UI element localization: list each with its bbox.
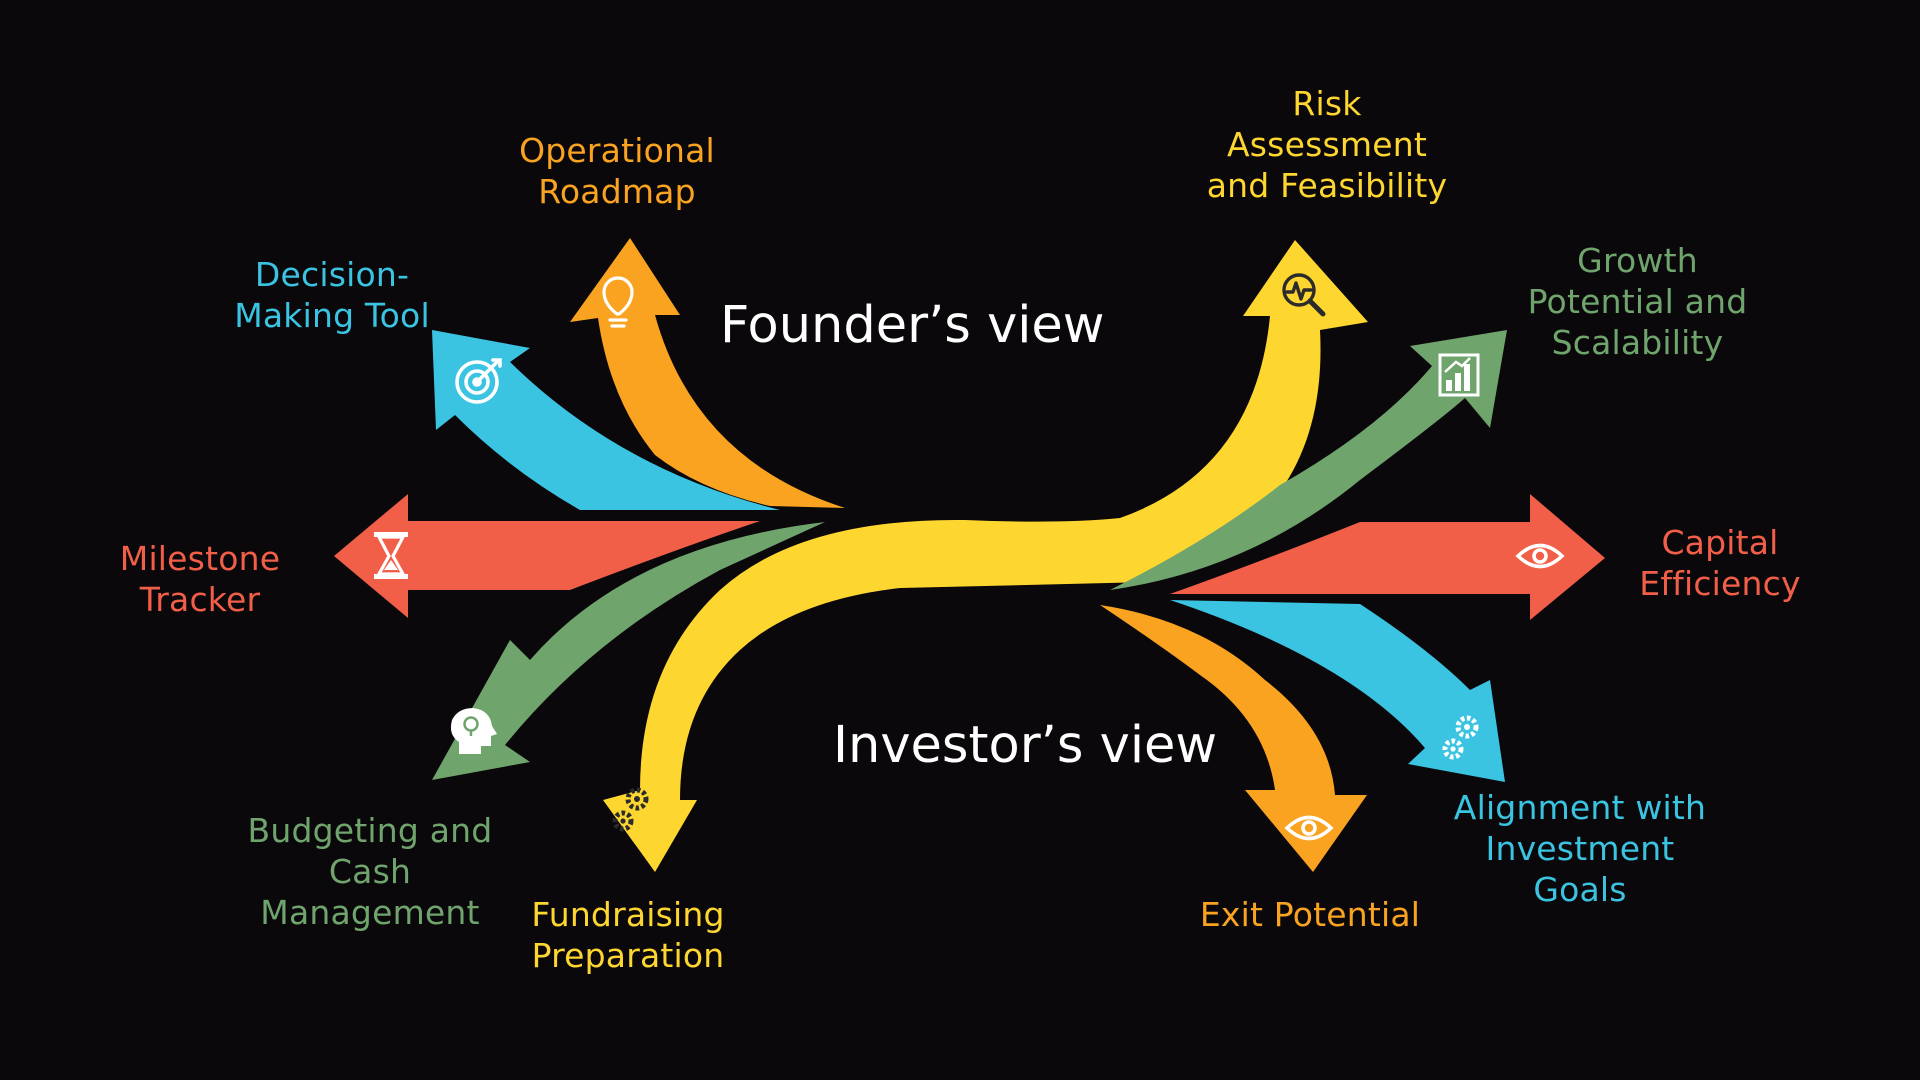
arrow-fundraising-risk-s-curve [603,240,1368,872]
arrow-budgeting-cash [432,522,825,780]
label-decision-making-tool: Decision- Making Tool [234,255,430,335]
founders-view-title: Founder’s view [720,296,1105,355]
arrow-milestone-tracker [334,494,760,618]
gears-icon-alignment-hubs [1450,724,1470,752]
arrow-investment-alignment [1170,600,1505,782]
label-operational-roadmap: Operational Roadmap [519,131,715,211]
label-budgeting-cash: Budgeting and Cash Management [247,811,493,932]
label-growth-potential: Growth Potential and Scalability [1527,241,1748,362]
eye-icon-exit [1284,815,1334,841]
label-fundraising-preparation: Fundraising Preparation [531,895,725,975]
lightbulb-icon [602,276,634,328]
investors-view-title: Investor’s view [833,716,1218,775]
hourglass-icon [374,532,408,579]
label-exit-potential: Exit Potential [1199,895,1421,934]
arrow-operational-roadmap [570,238,845,508]
label-capital-efficiency: Capital Efficiency [1639,523,1801,603]
gears-icon-fundraising-hubs [620,796,640,824]
arrow-capital-efficiency [1170,494,1605,620]
magnifier-pulse-icon [1282,273,1326,317]
eye-icon-capital [1515,543,1565,569]
label-investment-alignment: Alignment with Investment Goals [1453,788,1707,909]
arrow-exit-potential [1100,605,1367,872]
label-milestone-tracker: Milestone Tracker [119,539,281,619]
arrow-decision-making-tool [432,330,780,510]
arrow-growth-potential [1110,330,1507,590]
label-risk-assessment: Risk Assessment and Feasibility [1206,84,1448,205]
gears-icon-fundraising [612,787,649,832]
gears-icon-alignment [1442,715,1479,760]
bar-chart-icon [1438,353,1480,397]
head-lightbulb-icon [450,708,497,754]
target-icon [455,358,502,404]
